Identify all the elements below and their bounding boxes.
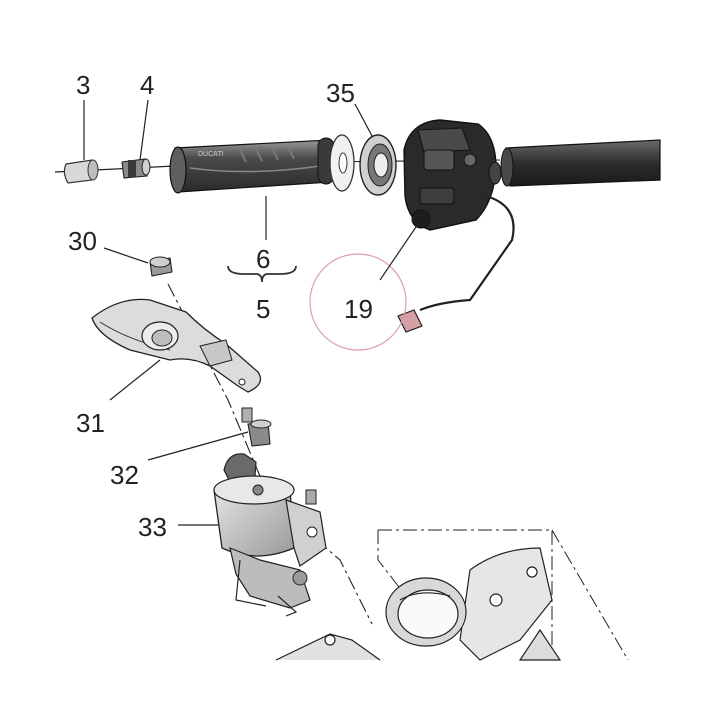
handlebar-tube (500, 139, 661, 187)
part-6-grip: DUCATI (169, 137, 335, 194)
callout-4: 4 (140, 70, 155, 100)
part-3-end-cap (63, 159, 99, 184)
part-32-screw (241, 407, 272, 447)
part-19-switch-housing (397, 119, 515, 333)
part-19-highlight-circle (309, 253, 407, 351)
callout-32: 32 (110, 460, 139, 490)
grip-washer (329, 134, 355, 192)
callout-3: 3 (76, 70, 91, 100)
callout-5: 5 (256, 294, 271, 324)
part-31-cover (91, 298, 262, 393)
callout-35: 35 (326, 78, 355, 108)
part-4-insert (121, 158, 151, 179)
callout-33: 33 (138, 512, 167, 542)
callout-31: 31 (76, 408, 105, 438)
group-brace (226, 260, 298, 283)
part-30-bolt (149, 256, 173, 277)
callout-30: 30 (68, 226, 97, 256)
callout-19: 19 (344, 294, 373, 324)
part-33-ignition-switch (213, 453, 327, 617)
steering-head-bracket (275, 529, 629, 661)
grip-brand-text: DUCATI (198, 151, 224, 158)
callout-6: 6 (256, 244, 271, 274)
leader-lines (83, 99, 419, 526)
part-35-bearing (359, 134, 397, 196)
